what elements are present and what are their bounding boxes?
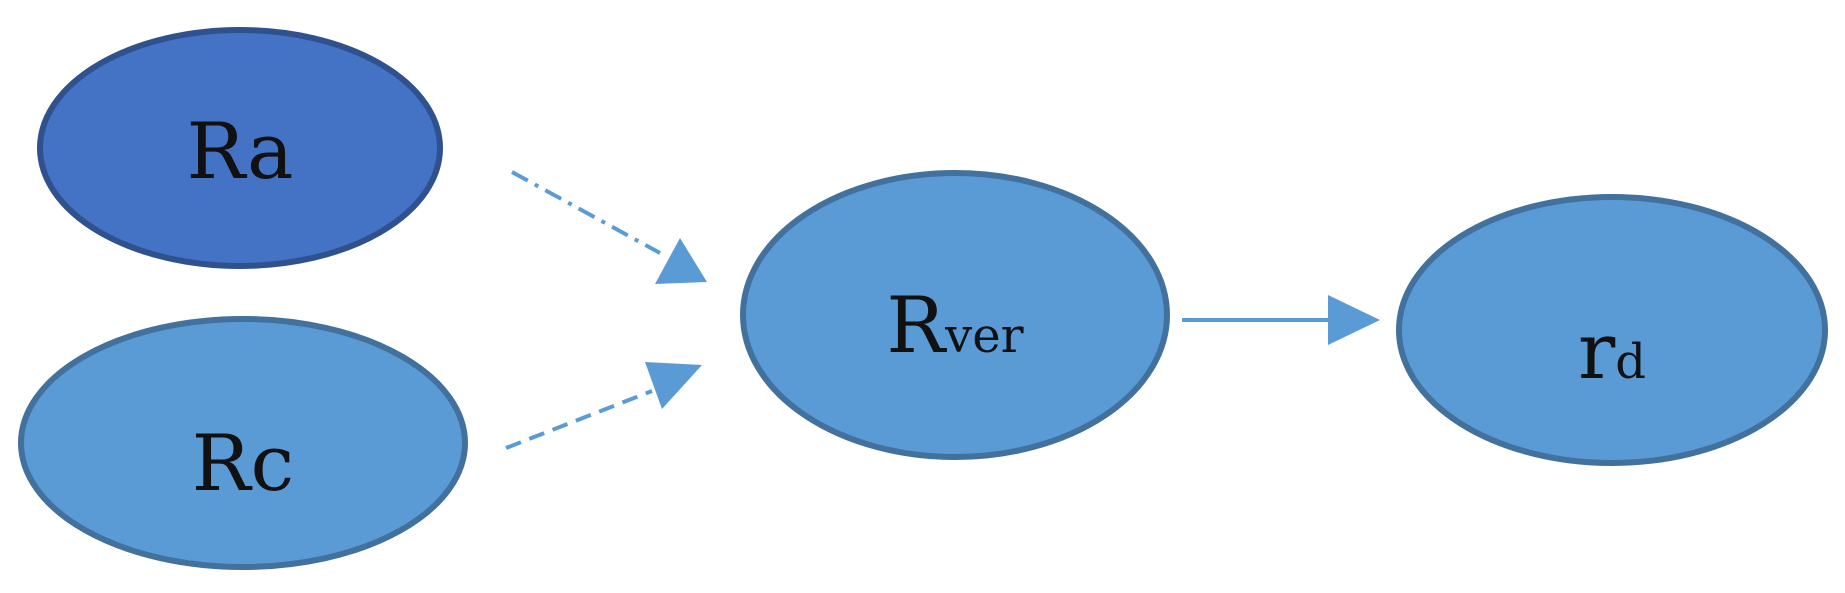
edge-ra-to-rver <box>511 170 707 284</box>
node-rd: rd <box>1396 194 1828 466</box>
node-rver: Rver <box>740 170 1170 460</box>
node-ra-label: Ra <box>186 107 293 197</box>
node-ra-shape <box>37 27 443 269</box>
node-rver-label: Rver <box>886 281 1023 371</box>
node-rc-shape <box>18 316 468 570</box>
node-ra: Ra <box>37 27 443 269</box>
node-rver-main: R <box>886 281 947 371</box>
node-rver-shape <box>740 170 1170 460</box>
node-rc: Rc <box>18 316 468 570</box>
edge-rc-to-rver <box>505 362 702 450</box>
node-rd-sub: d <box>1615 334 1646 390</box>
node-rver-sub: ver <box>944 308 1024 364</box>
node-rd-shape <box>1396 194 1828 466</box>
edge-rc-to-rver-line <box>505 389 653 450</box>
node-rd-label: rd <box>1578 307 1646 397</box>
edge-rc-to-rver-arrowhead <box>645 362 702 409</box>
edge-ra-to-rver-line <box>511 170 661 255</box>
node-rd-main: r <box>1578 307 1616 397</box>
edge-ra-to-rver-arrowhead <box>655 238 707 284</box>
node-rc-label: Rc <box>192 419 294 509</box>
edge-rver-to-rd <box>1182 295 1380 345</box>
edge-rver-to-rd-arrowhead <box>1328 295 1380 345</box>
